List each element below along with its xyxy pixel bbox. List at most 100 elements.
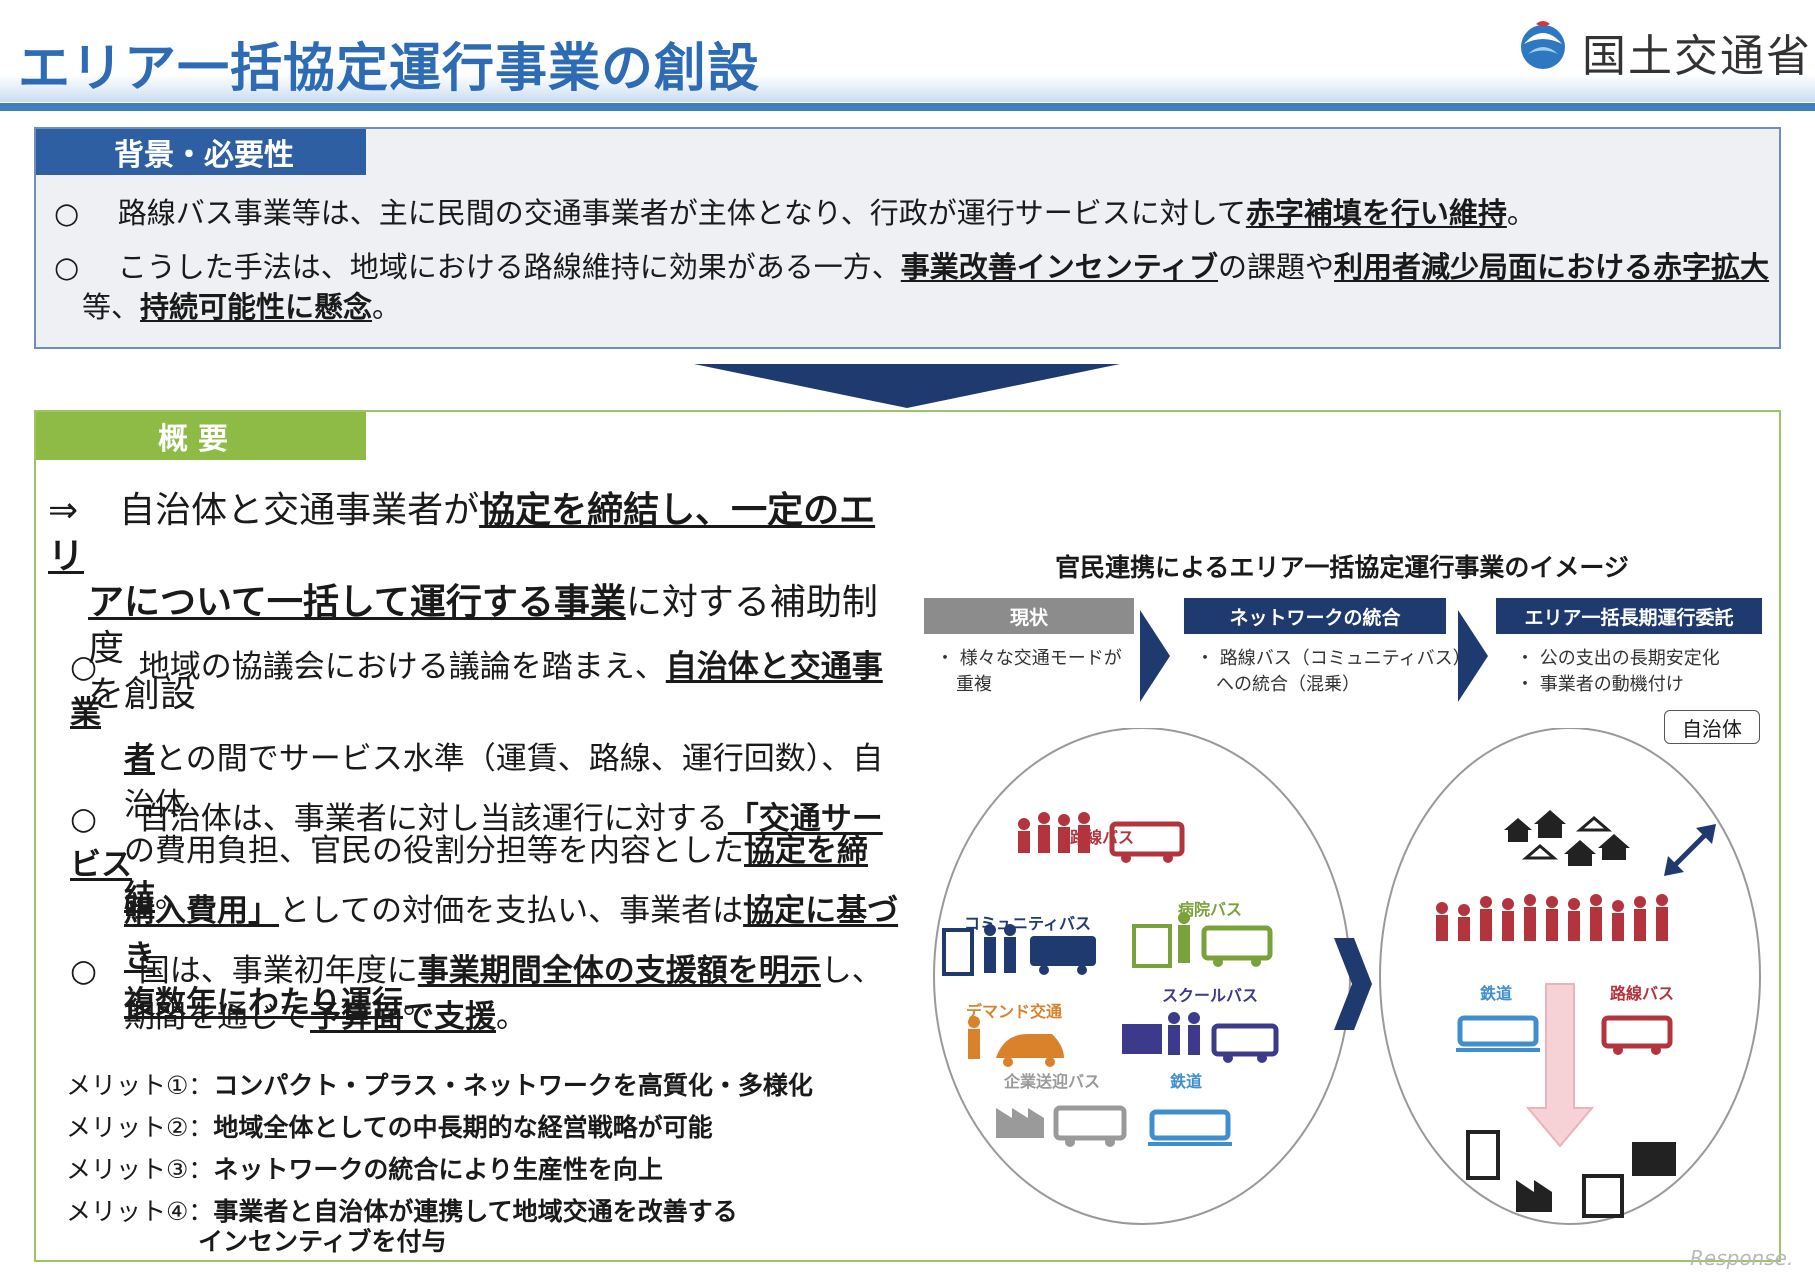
emphasis: 複数年にわたり運行 bbox=[124, 985, 403, 1021]
facilities-figure bbox=[1466, 1130, 1676, 1218]
emphasis: 購入費用」 bbox=[124, 893, 279, 929]
stage-header-network: ネットワークの統合 bbox=[1184, 598, 1446, 634]
railway-figure bbox=[1148, 1109, 1232, 1146]
text: 期間を通じて bbox=[124, 999, 310, 1035]
overview-section: 概要 ⇒ 自治体と交通事業者が協定を締結し、一定のエリ アについて一括して運行す… bbox=[34, 410, 1781, 1262]
label-route-bus: 路線バス bbox=[1070, 828, 1135, 847]
background-point-1: ○ 路線バス事業等は、主に民間の交通事業者が主体となり、行政が運行サービスに対し… bbox=[54, 193, 1536, 233]
emphasis: 者 bbox=[124, 741, 155, 777]
merit-label: メリット②： bbox=[66, 1113, 214, 1142]
right-railway-figure bbox=[1456, 1015, 1540, 1052]
merit-text: コンパクト・プラス・ネットワークを高質化・多様化 bbox=[213, 1071, 813, 1100]
merit-3: メリット③：ネットワークの統合により生産性を向上 bbox=[66, 1152, 663, 1188]
overview-point-1: ○ 地域の協議会における議論を踏まえ、自治体と交通事業 者との間でサービス水準（… bbox=[70, 644, 910, 920]
emphasis: 赤字補填を行い維持 bbox=[1245, 196, 1507, 230]
emphasis: 事業期間全体の支援額を明示 bbox=[417, 953, 821, 989]
diagram-title: 官民連携によるエリア一括協定運行事業のイメージ bbox=[1055, 553, 1629, 582]
text: し、 bbox=[820, 953, 883, 989]
right-circle bbox=[1379, 728, 1761, 1225]
text: 等、 bbox=[82, 290, 141, 324]
label-hospital-bus: 病院バス bbox=[1178, 900, 1243, 919]
title-band bbox=[0, 74, 1815, 102]
overview-heading: 概要 bbox=[36, 412, 366, 460]
bullet-text: 重複 bbox=[956, 674, 992, 695]
stage-bullets-network: ・ 路線バス（コミュニティバス） への統合（混乗） bbox=[1196, 646, 1471, 698]
route-bus-figure bbox=[1018, 812, 1185, 863]
company-bus-figure bbox=[996, 1105, 1127, 1147]
bullet: ○ bbox=[54, 250, 80, 284]
overview-point-2: ○ 自治体は、事業者に対し当該運行に対する「交通サービス 購入費用」としての対価… bbox=[70, 796, 910, 1026]
bullet-text: ・ 事業者の動機付け bbox=[1516, 674, 1684, 695]
residents-figure bbox=[1436, 894, 1668, 941]
ministry-logo-icon bbox=[1521, 21, 1565, 69]
label-demand: デマンド交通 bbox=[966, 1002, 1063, 1021]
down-arrow-icon bbox=[694, 364, 1120, 408]
bullet: ○ bbox=[70, 649, 98, 685]
text: 地域の協議会における議論を踏まえ、 bbox=[138, 649, 666, 685]
text-end: 。 bbox=[403, 985, 434, 1021]
diagram-illustration bbox=[933, 728, 1761, 1225]
text: としての対価を支払い、事業者は bbox=[279, 893, 744, 929]
bullet-text: への統合（混乗） bbox=[1216, 674, 1360, 695]
jichitai-arrow-icon bbox=[1664, 824, 1716, 876]
text: を創設 bbox=[88, 674, 197, 715]
title-rule bbox=[0, 103, 1815, 111]
text: の課題や bbox=[1218, 250, 1335, 284]
stage-arrow-icon bbox=[1458, 610, 1488, 702]
background-section: 背景・必要性 ○ 路線バス事業等は、主に民間の交通事業者が主体となり、行政が運行… bbox=[34, 127, 1781, 349]
right-route-bus-figure bbox=[1601, 1015, 1673, 1055]
merit-text: 地域全体としての中長期的な経営戦略が可能 bbox=[213, 1113, 713, 1142]
bullet: ○ bbox=[70, 953, 98, 989]
emphasis: 自治体と交通事業 bbox=[70, 649, 883, 731]
stage-bullets-area-contract: ・ 公の支出の長期安定化 ・ 事業者の動機付け bbox=[1516, 646, 1720, 698]
overview-point-3: ○ 国は、事業初年度に事業期間全体の支援額を明示し、 期間を通じて予算面で支援。 bbox=[70, 948, 910, 1040]
emphasis: 持続可能性に懸念 bbox=[140, 290, 373, 324]
text-end: 。 bbox=[1506, 196, 1536, 230]
stage-bullets-current: ・ 様々な交通モードが 重複 bbox=[936, 646, 1122, 698]
jichitai-label: 自治体 bbox=[1664, 710, 1760, 744]
merit-text: インセンティブを付与 bbox=[198, 1227, 447, 1256]
label-railway: 鉄道 bbox=[1170, 1072, 1203, 1091]
background-heading: 背景・必要性 bbox=[36, 129, 366, 175]
label-school-bus: スクールバス bbox=[1162, 986, 1259, 1005]
merit-label: メリット①： bbox=[66, 1071, 214, 1100]
merit-1: メリット①：コンパクト・プラス・ネットワークを高質化・多様化 bbox=[66, 1068, 813, 1104]
merit-2: メリット②：地域全体としての中長期的な経営戦略が可能 bbox=[66, 1110, 713, 1146]
school-bus-figure bbox=[1122, 1012, 1279, 1063]
label-community-bus: コミュニティバス bbox=[964, 914, 1092, 933]
bullet: ○ bbox=[70, 801, 98, 837]
merit-label: メリット④： bbox=[66, 1197, 214, 1226]
demand-transport-figure bbox=[968, 1016, 1064, 1067]
emphasis: アについて一括して運行する事業 bbox=[88, 582, 626, 623]
overview-lead: ⇒ 自治体と交通事業者が協定を締結し、一定のエリ アについて一括して運行する事業… bbox=[48, 488, 898, 718]
label-right-route-bus: 路線バス bbox=[1610, 984, 1675, 1003]
stage-header-current: 現状 bbox=[924, 598, 1134, 634]
text: 国は、事業初年度に bbox=[138, 953, 418, 989]
emphasis: 予算面で支援 bbox=[310, 999, 496, 1035]
emphasis: 「交通サービス bbox=[70, 801, 883, 883]
label-right-railway: 鉄道 bbox=[1480, 984, 1513, 1003]
background-point-2-cont: 等、持続可能性に懸念。 bbox=[82, 287, 401, 327]
merit-4: メリット④：事業者と自治体が連携して地域交通を改善する bbox=[66, 1194, 738, 1230]
stage-header-area-contract: エリア一括長期運行委託 bbox=[1496, 598, 1762, 634]
merit-4-cont: インセンティブを付与 bbox=[198, 1224, 447, 1260]
bullet-text: ・ 路線バス（コミュニティバス） bbox=[1196, 648, 1471, 669]
merit-text: ネットワークの統合により生産性を向上 bbox=[213, 1155, 663, 1184]
text-end: 。 bbox=[372, 290, 402, 324]
emphasis: 協定を締結し、一定のエリ bbox=[48, 490, 876, 577]
transition-arrow-icon bbox=[1334, 938, 1372, 1030]
left-circle bbox=[933, 728, 1351, 1225]
community-bus-figure bbox=[942, 924, 1096, 976]
arrow-glyph: ⇒ bbox=[48, 490, 79, 531]
houses-figure bbox=[1504, 810, 1630, 866]
hospital-bus-figure bbox=[1132, 912, 1273, 968]
text-end: 。 bbox=[155, 879, 186, 915]
merit-text: 事業者と自治体が連携して地域交通を改善する bbox=[213, 1197, 738, 1226]
text: 路線バス事業等は、主に民間の交通事業者が主体となり、行政が運行サービスに対して bbox=[117, 196, 1246, 230]
text: こうした手法は、地域における路線維持に効果がある一方、 bbox=[117, 250, 901, 284]
text: の費用負担、官民の役割分担等を内容とした bbox=[124, 833, 744, 869]
label-company-bus: 企業送迎バス bbox=[1004, 1072, 1101, 1091]
area-contract-diagram: 官民連携によるエリア一括協定運行事業のイメージ 現状 ネットワークの統合 エリア… bbox=[912, 548, 1772, 1258]
page-title: エリア一括協定運行事業の創設 bbox=[18, 39, 761, 99]
bullet: ○ bbox=[54, 196, 80, 230]
